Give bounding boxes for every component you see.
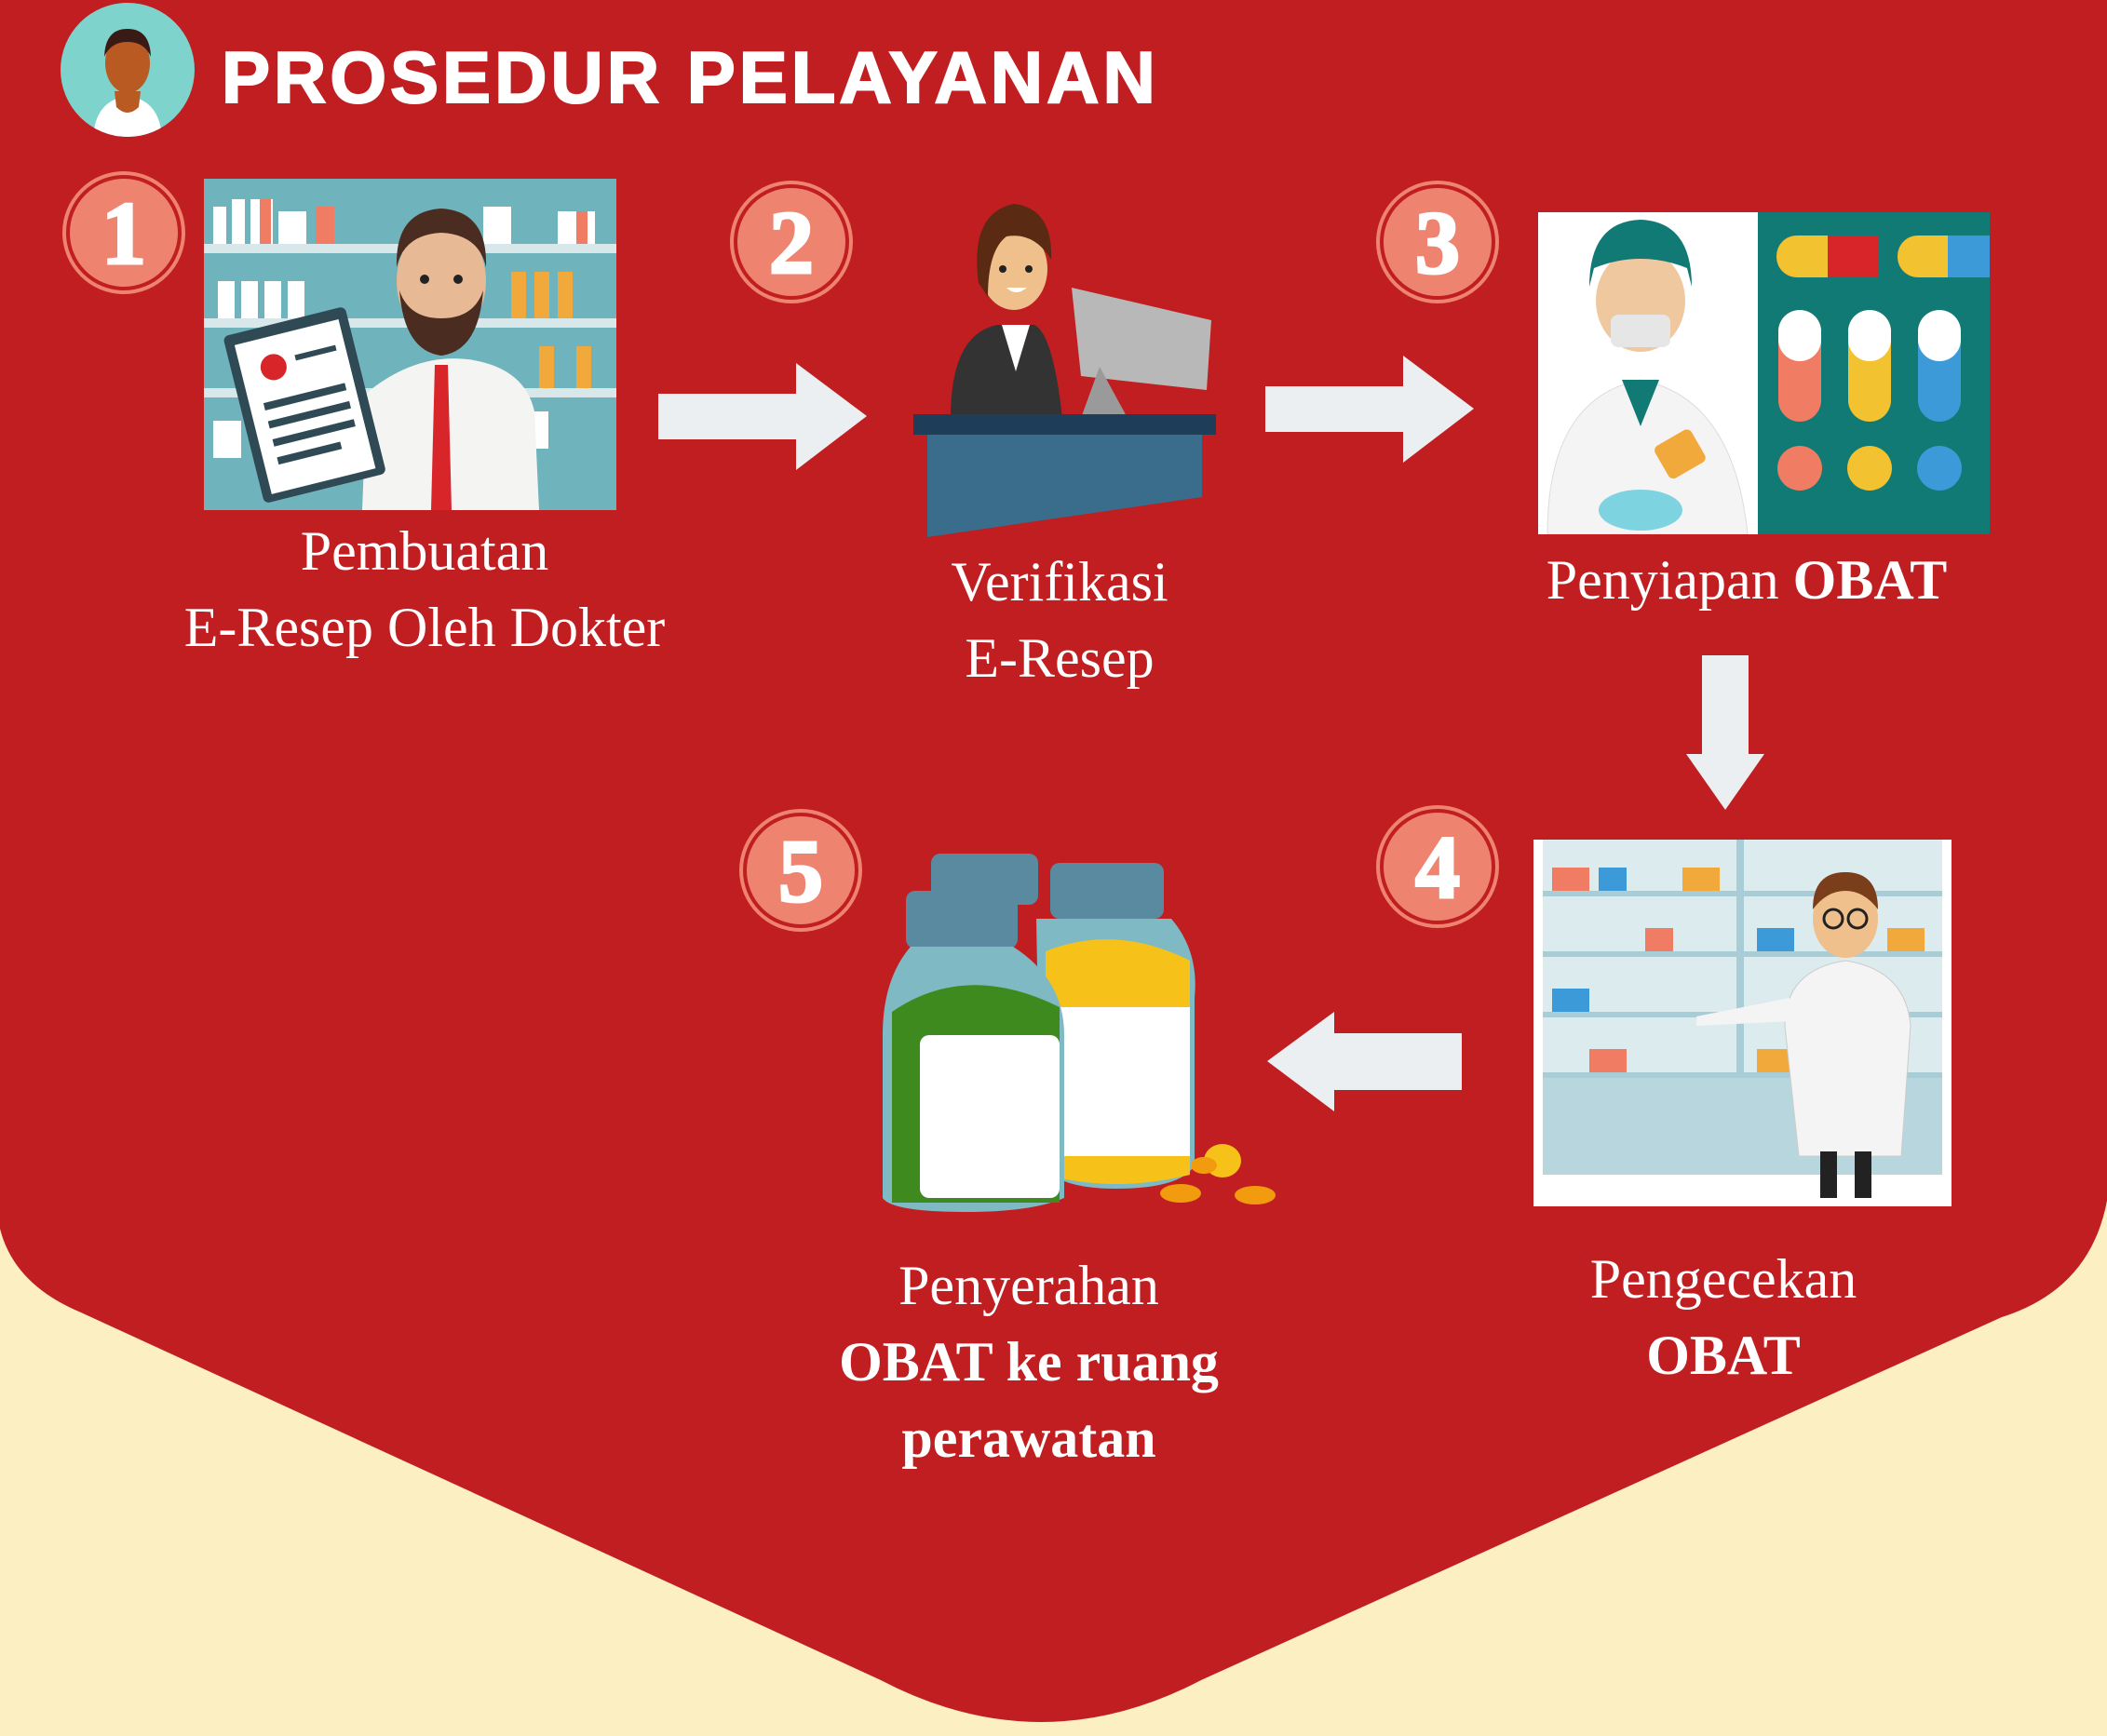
step-5-label-line: Penyerahan (898, 1255, 1159, 1316)
step-1-number-badge: 1 (66, 175, 182, 290)
medicine-bottles-icon (873, 849, 1276, 1212)
step-5-label-line: OBAT ke ruang (839, 1331, 1219, 1393)
step-4-label: Pengecekan OBAT (1590, 1241, 1857, 1393)
arrow-left-icon (1267, 1012, 1462, 1111)
step-4-number-badge: 4 (1380, 809, 1495, 924)
step-1-label: Pembuatan E-Resep Oleh Dokter (184, 513, 666, 666)
step-5-label-line: perawatan (901, 1407, 1156, 1469)
doctor-prescription-icon (204, 179, 616, 510)
pharmacist-shelves-icon (1533, 840, 1952, 1206)
receptionist-computer-icon (913, 195, 1216, 537)
arrow-right-icon (658, 363, 867, 470)
step-2-label: Verifikasi E-Resep (951, 544, 1168, 696)
step-3-label: Penyiapan OBAT (1546, 542, 1948, 618)
step-4-label-line: OBAT (1646, 1325, 1801, 1386)
step-5-number-badge: 5 (743, 813, 858, 928)
arrow-down-icon (1686, 655, 1764, 810)
person-avatar-icon (61, 3, 195, 137)
pharmacist-pills-icon (1538, 212, 1990, 534)
step-2-label-line: E-Resep (965, 627, 1155, 689)
step-2-number-badge: 2 (734, 184, 849, 300)
step-2-label-line: Verifikasi (951, 551, 1168, 612)
step-1-label-line: E-Resep Oleh Dokter (183, 597, 666, 658)
page-title: PROSEDUR PELAYANAN (221, 35, 1159, 119)
step-5-label: Penyerahan OBAT ke ruang perawatan (839, 1247, 1219, 1476)
arrow-right-icon (1265, 356, 1474, 463)
step-1-label-line: Pembuatan (300, 520, 549, 582)
step-3-label-normal: Penyiapan (1546, 549, 1779, 611)
step-3-label-bold: OBAT (1792, 549, 1948, 611)
step-4-label-line: Pengecekan (1589, 1248, 1857, 1310)
step-3-number-badge: 3 (1380, 184, 1495, 300)
